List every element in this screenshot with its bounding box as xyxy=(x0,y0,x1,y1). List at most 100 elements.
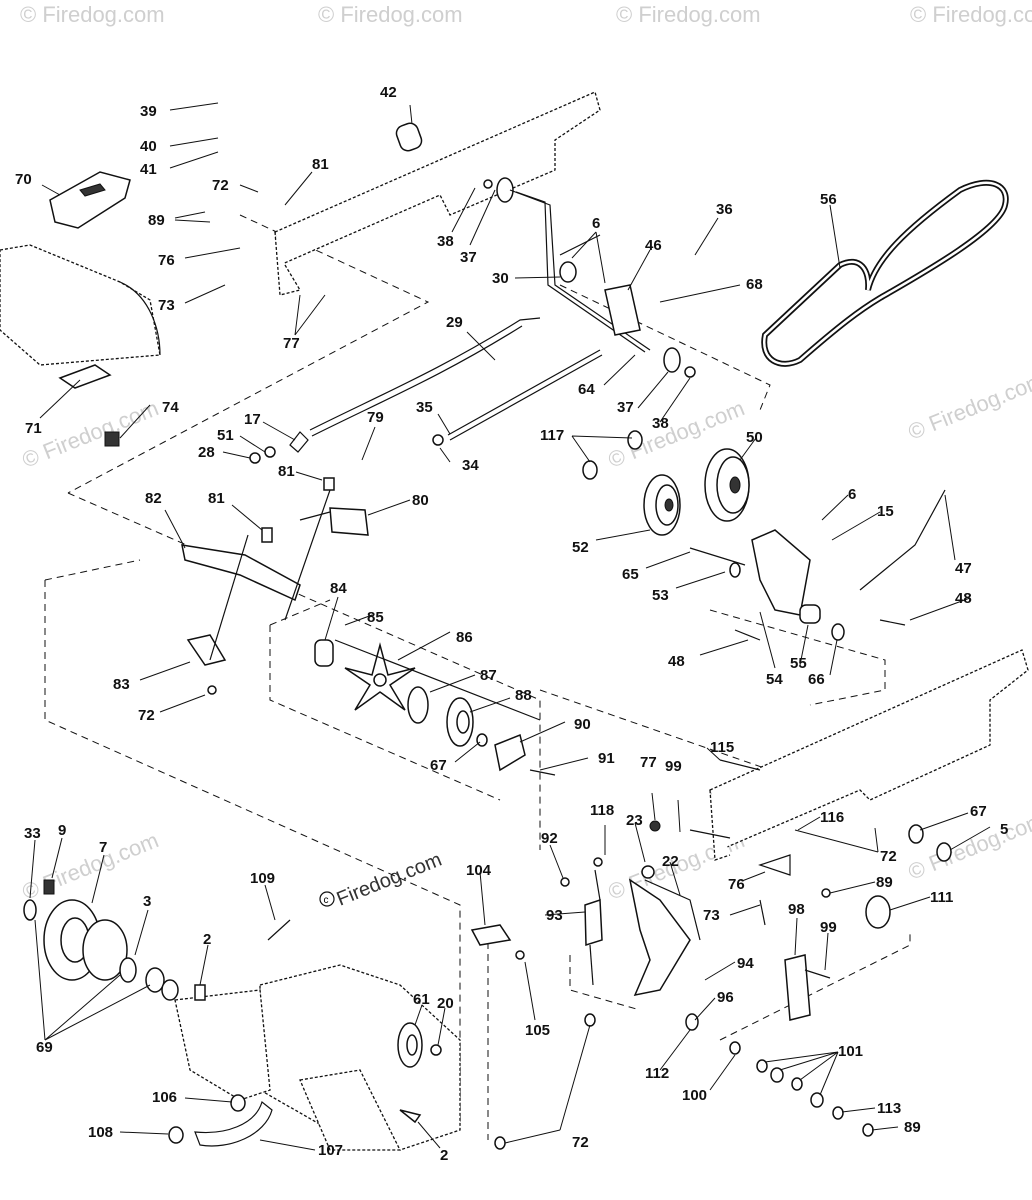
callout-label: 69 xyxy=(36,1039,53,1056)
watermark-row-mid: © Firedog.com © Firedog.com © Firedog.co… xyxy=(19,367,1032,904)
callout-label: 109 xyxy=(250,870,275,887)
callout-label: 73 xyxy=(158,297,175,314)
watermark-center: c Firedog.com xyxy=(319,849,445,911)
watermark: © Firedog.com xyxy=(616,2,761,27)
callout-label: 100 xyxy=(682,1087,707,1104)
callout-label: 117 xyxy=(540,427,564,444)
callout-label: 94 xyxy=(737,955,754,972)
pedal-linkage xyxy=(470,759,952,1150)
callout-label: 68 xyxy=(746,276,763,293)
callout-label: 79 xyxy=(367,409,384,426)
callout-label: 6 xyxy=(848,486,856,503)
callout-label: 80 xyxy=(412,492,429,509)
callout-label: 72 xyxy=(880,848,897,865)
callout-label: 42 xyxy=(380,84,397,101)
drive-belt xyxy=(761,179,1009,367)
callout-label: 29 xyxy=(446,314,463,331)
callout-label: 77 xyxy=(640,754,657,771)
callout-labels: 39 40 41 42 70 81 72 89 76 73 77 71 74 3… xyxy=(15,84,1008,1164)
callout-label: 91 xyxy=(598,750,615,767)
callout-label: 20 xyxy=(437,995,454,1012)
leader-lines xyxy=(29,102,991,1151)
callout-label: 99 xyxy=(820,919,837,936)
callout-label: 37 xyxy=(617,399,634,416)
callout-label: 64 xyxy=(578,381,595,398)
callout-label: 38 xyxy=(652,415,669,432)
callout-label: 85 xyxy=(367,609,384,626)
callout-label: 112 xyxy=(645,1065,669,1082)
callout-label: 39 xyxy=(140,103,157,120)
callout-label: 50 xyxy=(746,429,763,446)
callout-label: 66 xyxy=(808,671,825,688)
callout-label: 22 xyxy=(662,853,679,870)
callout-label: 76 xyxy=(728,876,745,893)
frame-rails xyxy=(274,91,1029,861)
lever-linkage xyxy=(181,431,369,695)
callout-label: 81 xyxy=(278,463,295,480)
callout-label: 72 xyxy=(138,707,155,724)
callout-label: 38 xyxy=(437,233,454,250)
callout-label: 106 xyxy=(152,1089,177,1106)
callout-label: 2 xyxy=(203,931,211,948)
callout-label: 115 xyxy=(710,739,734,756)
watermark: © Firedog.com xyxy=(905,367,1032,444)
callout-label: 74 xyxy=(162,399,179,416)
callout-label: 81 xyxy=(312,156,329,173)
callout-label: 92 xyxy=(541,830,558,847)
callout-label: 67 xyxy=(430,757,447,774)
transmission-assembly xyxy=(23,879,461,1151)
callout-label: 55 xyxy=(790,655,807,672)
callout-label: 41 xyxy=(140,161,157,178)
callout-label: 52 xyxy=(572,539,589,556)
callout-label: 9 xyxy=(58,822,66,839)
callout-label: 87 xyxy=(480,667,497,684)
callout-label: 73 xyxy=(703,907,720,924)
callout-label: 53 xyxy=(652,587,669,604)
callout-label: 48 xyxy=(668,653,685,670)
callout-label: 113 xyxy=(877,1100,901,1117)
callout-label: 30 xyxy=(492,270,509,287)
upper-linkage xyxy=(309,122,696,446)
callout-label: 17 xyxy=(244,411,261,428)
callout-label: 37 xyxy=(460,249,477,266)
callout-label: 101 xyxy=(838,1043,863,1060)
callout-label: 71 xyxy=(25,420,42,437)
callout-label: 81 xyxy=(208,490,225,507)
callout-label: 96 xyxy=(717,989,734,1006)
callout-label: 72 xyxy=(212,177,229,194)
callout-label: 67 xyxy=(970,803,987,820)
callout-label: 46 xyxy=(645,237,662,254)
callout-label: 28 xyxy=(198,444,215,461)
callout-label: 82 xyxy=(145,490,162,507)
callout-label: 89 xyxy=(904,1119,921,1136)
callout-label: 2 xyxy=(440,1147,448,1164)
callout-label: 6 xyxy=(592,215,600,232)
callout-label: 54 xyxy=(766,671,783,688)
watermark: © Firedog.com xyxy=(318,2,463,27)
watermark: © Firedog.com xyxy=(910,2,1032,27)
callout-label: 89 xyxy=(148,212,165,229)
callout-label: 47 xyxy=(955,560,972,577)
copyright-symbol xyxy=(319,891,335,907)
callout-label: 88 xyxy=(515,687,532,704)
callout-label: 90 xyxy=(574,716,591,733)
callout-label: 111 xyxy=(930,889,953,906)
callout-label: 98 xyxy=(788,901,805,918)
fan-assembly xyxy=(314,639,556,776)
watermark-row-top: © Firedog.com © Firedog.com © Firedog.co… xyxy=(20,2,1032,27)
svg-text:c: c xyxy=(324,895,329,906)
callout-label: 72 xyxy=(572,1134,589,1151)
callout-label: 86 xyxy=(456,629,473,646)
callout-label: 48 xyxy=(955,590,972,607)
callout-label: 99 xyxy=(665,758,682,775)
callout-label: 76 xyxy=(158,252,175,269)
callout-label: 51 xyxy=(217,427,234,444)
callout-label: 40 xyxy=(140,138,157,155)
callout-label: 5 xyxy=(1000,821,1008,838)
pulley-assembly xyxy=(582,430,946,641)
callout-label: 116 xyxy=(820,809,844,826)
callout-label: 84 xyxy=(330,580,347,597)
callout-label: 3 xyxy=(143,893,151,910)
callout-label: 7 xyxy=(99,839,107,856)
